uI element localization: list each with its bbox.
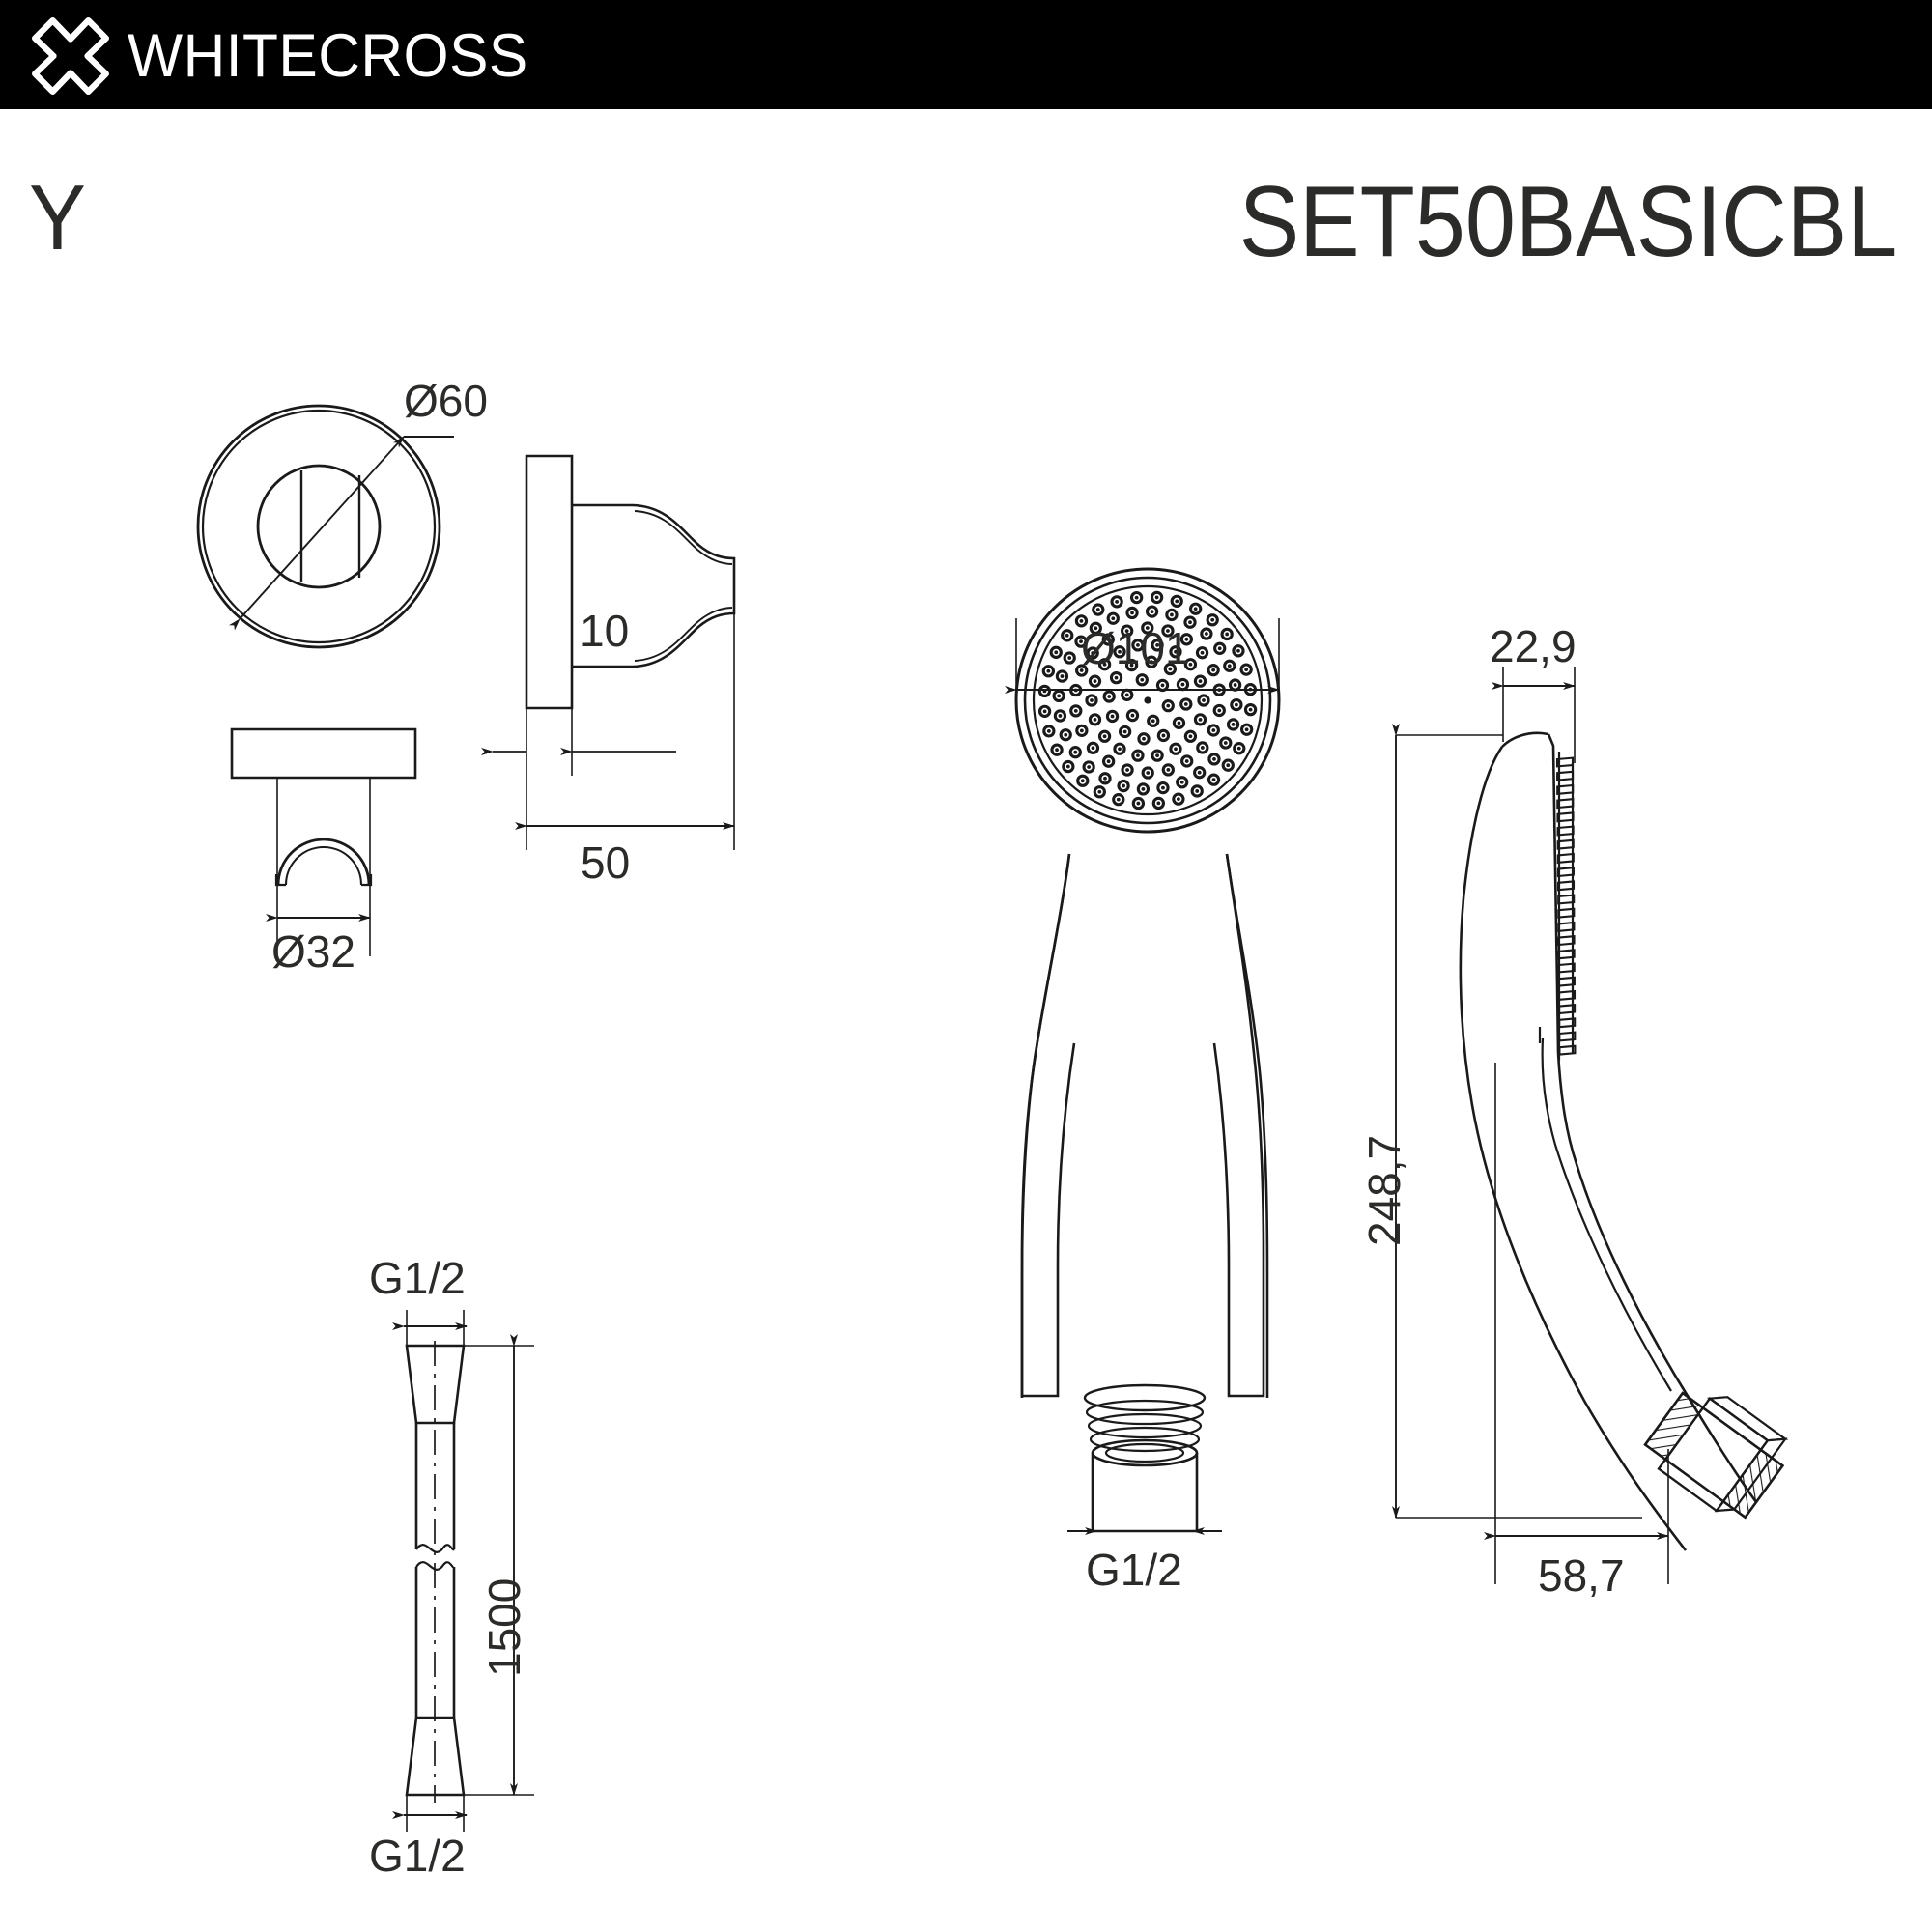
dim-label-d101: Ø101: [1081, 623, 1190, 673]
hand-shower-front-view: [1005, 567, 1281, 1535]
shower-inlet-thread-detail: [1067, 1383, 1222, 1535]
hand-shower-side-view: [1392, 667, 1789, 1584]
dim-label-d60: Ø60: [404, 376, 488, 426]
dim-label-10: 10: [580, 606, 630, 656]
wall-bracket-front-view: [196, 404, 454, 649]
dim-label-22-9: 22,9: [1490, 621, 1577, 671]
dim-label-50: 50: [581, 838, 631, 888]
shower-hose-view: [392, 1310, 534, 1832]
series-label: Y: [29, 166, 86, 270]
wall-bracket-bottom-view: [230, 727, 417, 956]
model-code-title: SET50BASICBL: [1238, 166, 1897, 278]
dim-label-g12-hose-top: G1/2: [369, 1253, 466, 1303]
whitecross-x-logo-icon: [32, 17, 109, 95]
dim-label-g12-shower: G1/2: [1086, 1545, 1182, 1595]
dim-label-248-7: 248,7: [1359, 1134, 1409, 1246]
brand-name-text: WHITECROSS: [128, 22, 528, 90]
dim-label-58-7: 58,7: [1538, 1550, 1625, 1601]
brand-header-bar: WHITECROSS: [0, 0, 1932, 109]
dim-label-1500: 1500: [479, 1577, 529, 1677]
dim-label-g12-hose-bottom: G1/2: [369, 1831, 466, 1881]
dim-label-d32: Ø32: [271, 926, 355, 977]
